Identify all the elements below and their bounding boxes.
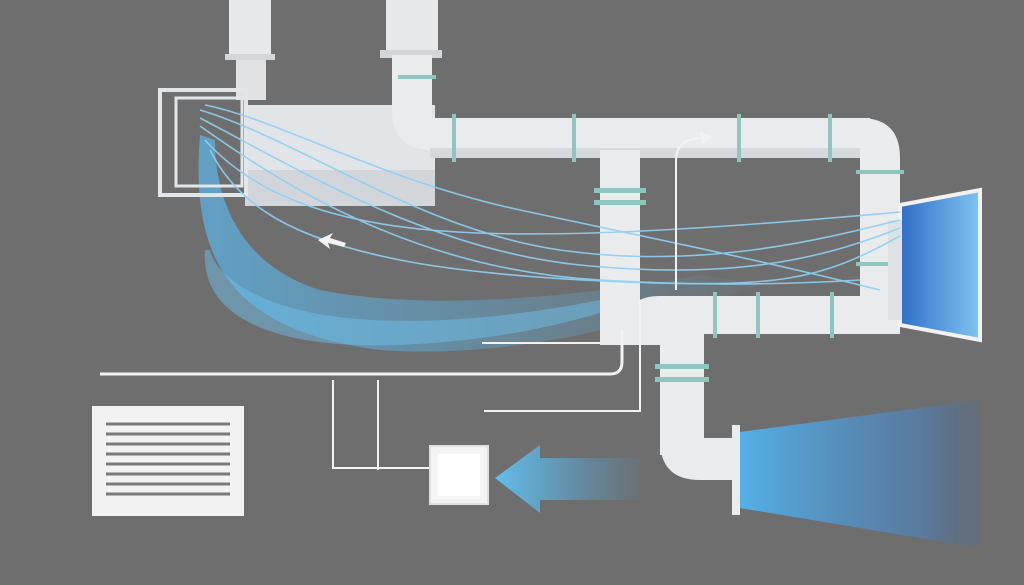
pipe-band <box>398 75 436 79</box>
branch-drop <box>600 150 640 320</box>
pipe-band <box>655 364 709 369</box>
pipe-band <box>737 114 741 162</box>
pipe-band <box>452 114 456 162</box>
pipe-band <box>713 292 717 338</box>
up-arrowhead <box>700 131 712 144</box>
supply-airflow <box>740 400 980 548</box>
pipe-collar-2 <box>380 50 442 58</box>
pipe-band <box>856 170 904 174</box>
pipe-band <box>830 292 834 338</box>
control-box-panel <box>438 454 480 496</box>
pipe-band <box>655 377 709 382</box>
main-duct-shade <box>430 148 870 158</box>
airflow-sweep-lower <box>204 250 610 346</box>
pipe-band <box>828 114 832 162</box>
pipe-band <box>594 188 646 193</box>
pipe-band <box>756 292 760 338</box>
bottom-elbow <box>660 438 735 480</box>
lower-drop <box>660 330 704 455</box>
air-handling-unit-base <box>245 170 435 206</box>
control-wiring <box>100 330 624 376</box>
inlet-pipe-1-neck <box>236 60 266 100</box>
lower-duct <box>660 296 900 334</box>
pipe-collar <box>225 54 275 60</box>
pipe-band <box>594 200 646 205</box>
vent-collar <box>888 220 902 320</box>
inlet-pipe-2 <box>386 0 438 55</box>
branch-elbow <box>600 300 625 345</box>
supply-vent-icon <box>898 187 982 343</box>
supply-diffuser-flange <box>732 425 740 515</box>
filter-inner-frame <box>174 96 244 188</box>
airflow-streamlines <box>199 104 901 291</box>
pipe-band <box>572 114 576 162</box>
return-arrow-icon <box>318 233 346 249</box>
up-arrow-icon <box>675 137 701 290</box>
inlet-pipe-1 <box>229 0 271 60</box>
grille-slats <box>106 422 230 496</box>
airflow-arrow-icon <box>495 445 640 513</box>
control-wires <box>332 300 641 470</box>
pipe-band <box>856 262 904 266</box>
right-elbow <box>860 118 900 175</box>
